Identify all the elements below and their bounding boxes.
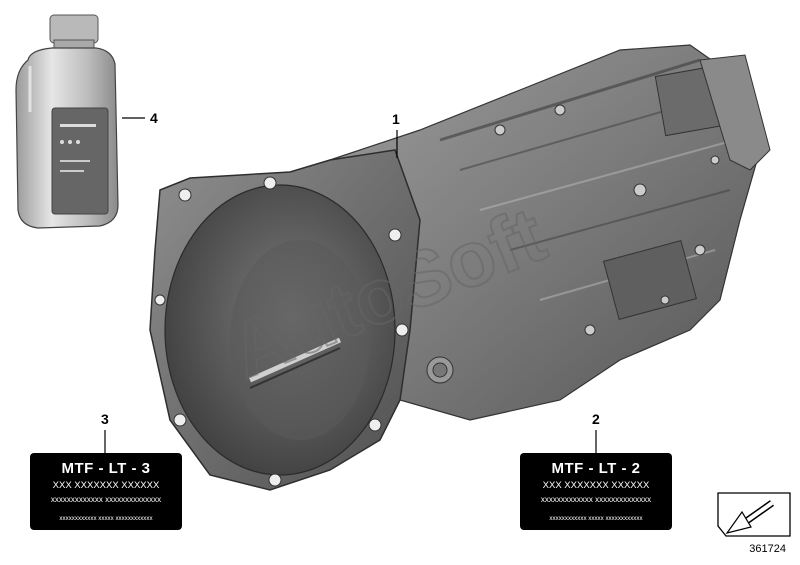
label-2-line1: XXX XXXXXXX XXXXXX xyxy=(543,480,650,491)
label-2-line3: xxxxxxxxxxxx xxxxx xxxxxxxxxxxx xyxy=(549,515,643,522)
oil-bottle-icon xyxy=(15,14,119,229)
callout-1: 1 xyxy=(392,111,400,158)
diagram-corner-arrow-icon xyxy=(717,492,791,537)
label-3-line3: xxxxxxxxxxxx xxxxx xxxxxxxxxxxx xyxy=(59,515,153,522)
callout-2: 2 xyxy=(592,411,600,453)
callout-number-1: 1 xyxy=(392,111,400,127)
callout-number-2: 2 xyxy=(592,411,600,427)
label-3-line2: xxxxxxxxxxxxx xxxxxxxxxxxxxx xyxy=(51,495,161,504)
label-mtf-lt-2: MTF - LT - 2 XXX XXXXXXX XXXXXX xxxxxxxx… xyxy=(520,453,672,530)
diagram-reference-number: 361724 xyxy=(749,543,786,555)
callout-number-3: 3 xyxy=(101,411,109,427)
label-2-title: MTF - LT - 2 xyxy=(551,460,640,477)
label-3-title: MTF - LT - 3 xyxy=(61,460,150,477)
transmission-icon xyxy=(149,44,771,491)
callout-number-4: 4 xyxy=(150,110,158,126)
label-mtf-lt-3: MTF - LT - 3 XXX XXXXXXX XXXXXX xxxxxxxx… xyxy=(30,453,182,530)
callout-3: 3 xyxy=(101,411,109,453)
callout-4: 4 xyxy=(122,110,158,126)
label-3-line1: XXX XXXXXXX XXXXXX xyxy=(53,480,160,491)
label-2-line2: xxxxxxxxxxxxx xxxxxxxxxxxxxx xyxy=(541,495,651,504)
